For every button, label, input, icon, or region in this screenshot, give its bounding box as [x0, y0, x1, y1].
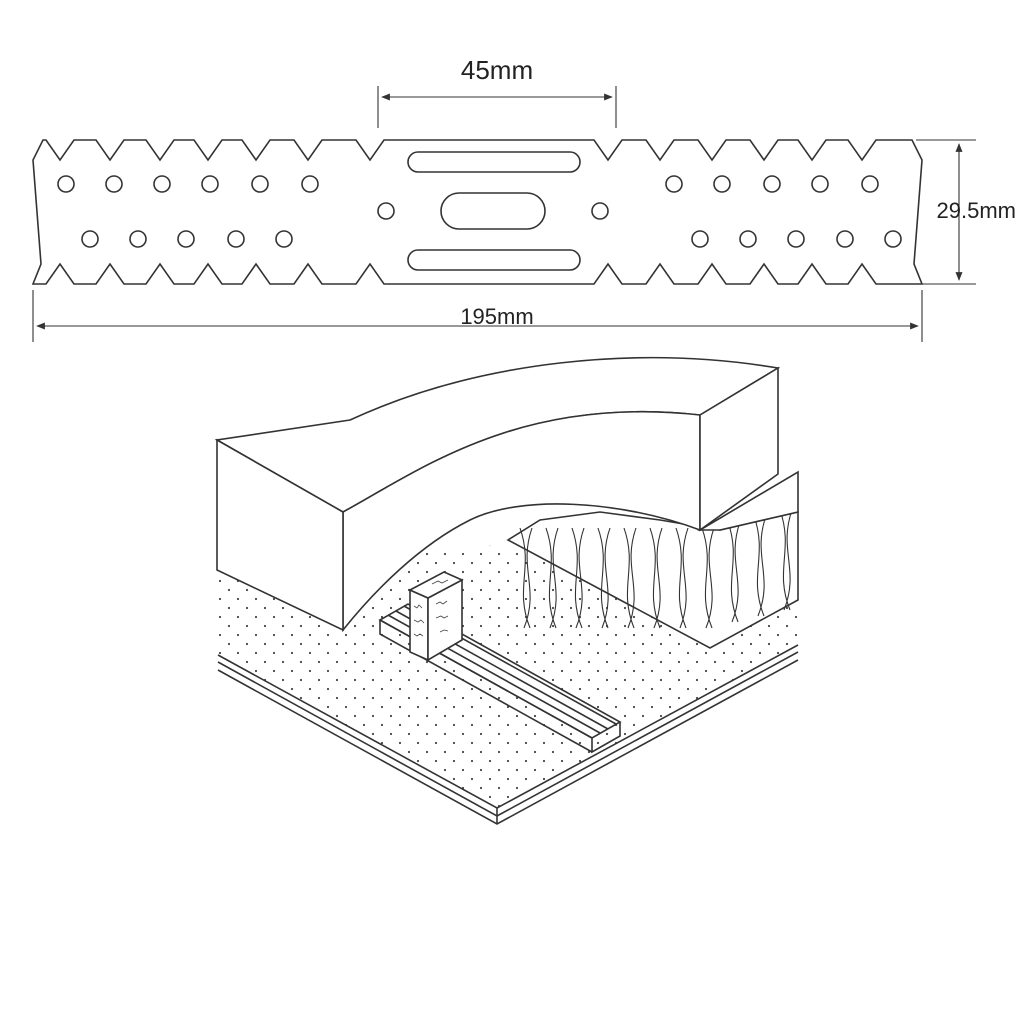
fixing-hole [57, 175, 75, 193]
dimension-label-top-width: 45mm [461, 55, 533, 85]
fixing-hole [739, 230, 757, 248]
dimension-top-width: 45mm [377, 55, 617, 128]
fixing-hole [153, 175, 171, 193]
dimension-label-height: 29.5mm [937, 198, 1016, 223]
upper-slot [407, 151, 581, 173]
fixing-hole [177, 230, 195, 248]
plate-outline [31, 139, 924, 285]
fixing-hole [301, 175, 319, 193]
dimension-length: 195mm [32, 290, 923, 342]
fixing-hole [861, 175, 879, 193]
fixing-hole [129, 230, 147, 248]
lower-slot [407, 249, 581, 271]
fixing-hole [227, 230, 245, 248]
fixing-hole [81, 230, 99, 248]
dimension-label-length: 195mm [460, 304, 533, 329]
fixing-hole [251, 175, 269, 193]
fixing-hole [105, 175, 123, 193]
fixing-hole [884, 230, 902, 248]
dimension-height: 29.5mm [916, 139, 1016, 285]
fixing-hole [591, 202, 609, 220]
fixing-hole [713, 175, 731, 193]
fixing-hole [811, 175, 829, 193]
anchor-plate-tab [408, 571, 464, 662]
fixing-hole [787, 230, 805, 248]
fixing-hole [691, 230, 709, 248]
fixing-hole [763, 175, 781, 193]
fixing-hole [275, 230, 293, 248]
top-slab [214, 357, 799, 633]
anchor-plate-elevation [31, 139, 924, 285]
installation-illustration [214, 357, 799, 825]
fixing-hole [377, 202, 395, 220]
center-slot [440, 192, 546, 230]
fixing-hole [665, 175, 683, 193]
fixing-hole [836, 230, 854, 248]
insulation-batt [506, 509, 799, 649]
plate-holes [57, 175, 902, 248]
fixing-hole [201, 175, 219, 193]
